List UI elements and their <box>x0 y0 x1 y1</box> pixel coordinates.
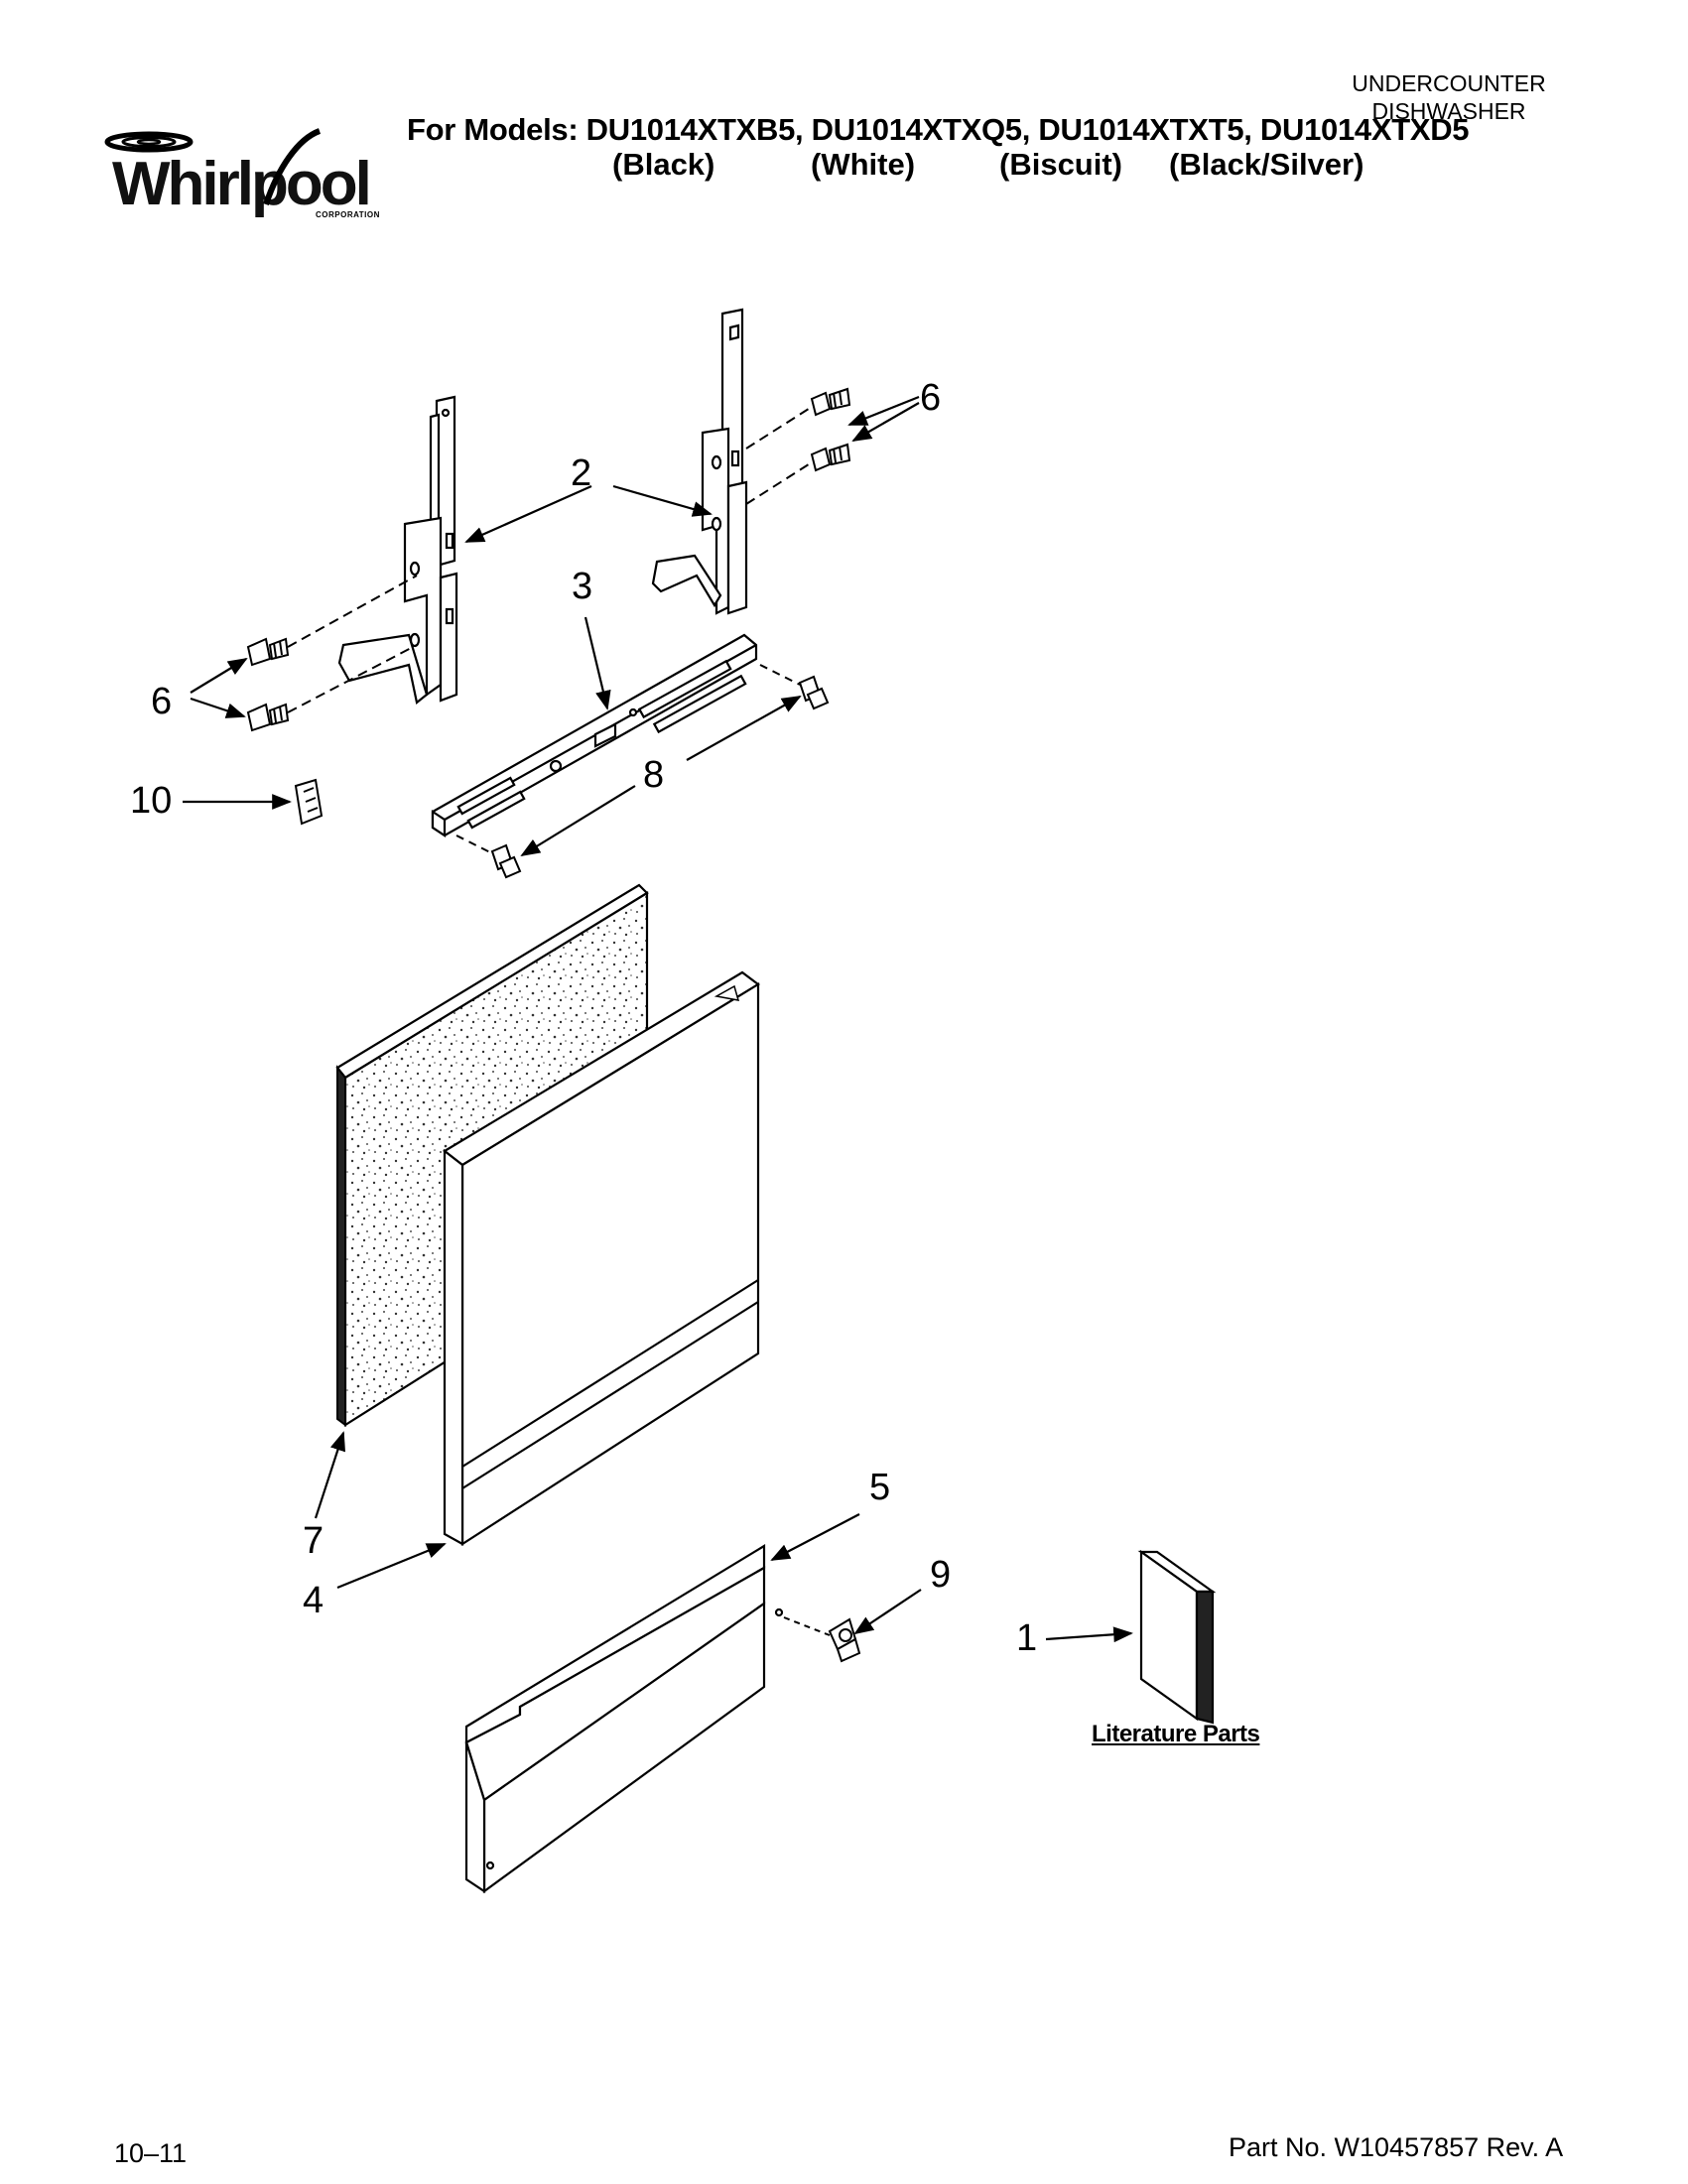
toe-panel <box>464 1544 784 1894</box>
callout-6-left: 6 <box>151 681 173 722</box>
category-line-2: DISHWASHER <box>1371 98 1526 124</box>
appliance-category: UNDERCOUNTER DISHWASHER <box>1325 69 1573 125</box>
callout-7: 7 <box>303 1520 325 1562</box>
callout-4: 4 <box>303 1580 325 1621</box>
left-hinge-bracket <box>337 395 458 705</box>
callout-6-right: 6 <box>920 377 942 419</box>
callout-8: 8 <box>643 754 665 796</box>
bracket-screw-left <box>490 843 522 879</box>
color-biscuit: (Biscuit) <box>999 147 1122 182</box>
hinge-screw-right-lower <box>810 443 851 472</box>
literature-booklet <box>1137 1549 1217 1725</box>
hinge-screw-left-upper <box>246 637 290 667</box>
door-clip <box>294 778 324 826</box>
door-mounting-bracket <box>431 633 758 838</box>
right-hinge-bracket <box>651 308 748 615</box>
revision-date: 10–11 <box>114 2138 188 2168</box>
color-white: (White) <box>811 147 916 182</box>
callout-5: 5 <box>869 1467 891 1508</box>
category-line-1: UNDERCOUNTER <box>1352 70 1546 96</box>
toe-panel-screw <box>828 1617 861 1663</box>
door-panel <box>443 970 760 1547</box>
brand-logo-wordmark: Whirlpool <box>112 150 372 218</box>
models-line: For Models: DU1014XTXB5, DU1014XTXQ5, DU… <box>407 112 1470 147</box>
callout-9: 9 <box>930 1554 952 1596</box>
callout-leaders <box>183 395 1133 1643</box>
callout-2: 2 <box>571 452 592 494</box>
literature-parts-label: Literature Parts <box>1092 1721 1260 1747</box>
callout-3: 3 <box>572 566 593 607</box>
color-black: (Black) <box>612 147 715 182</box>
bracket-screw-right <box>798 675 830 710</box>
callout-10: 10 <box>130 780 173 822</box>
whirlpool-swirl-icon <box>104 128 322 205</box>
hinge-screw-left-lower <box>246 703 290 732</box>
callout-1: 1 <box>1016 1617 1038 1659</box>
part-number: Part No. W10457857 Rev. A <box>1229 2132 1564 2162</box>
brand-logo-subtitle: CORPORATION <box>316 210 380 219</box>
hinge-screw-right-upper <box>810 387 851 417</box>
color-black-silver: (Black/Silver) <box>1169 147 1364 182</box>
